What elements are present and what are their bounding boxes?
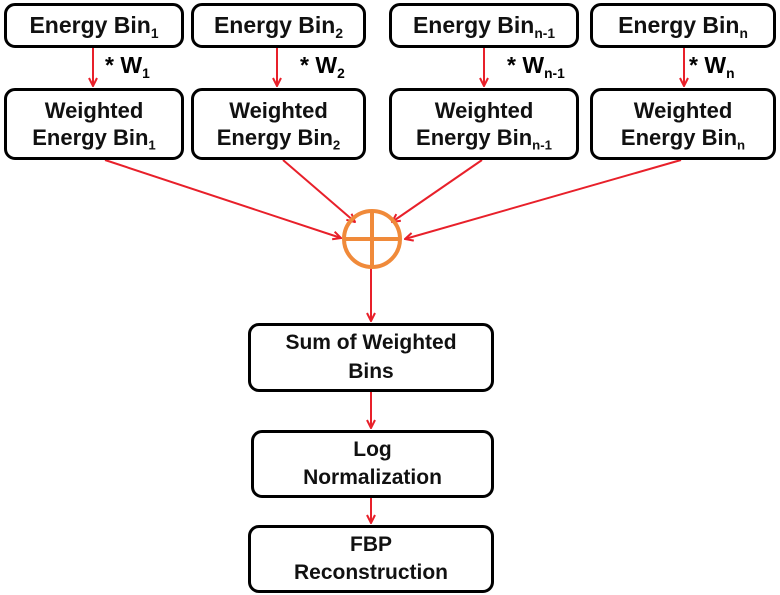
sum-weighted-bins-box: Sum of Weighted Bins — [248, 323, 494, 392]
weight-prefix: * W — [300, 52, 338, 78]
weighted-bin-n-box: Weighted Energy Binn — [590, 88, 776, 160]
merge-arrow-n — [405, 159, 682, 239]
sum-box-line1: Sum of Weighted — [285, 331, 457, 355]
weight-label-1: * W1 — [105, 52, 150, 81]
weighted-bin-1-box: Weighted Energy Bin1 — [4, 88, 184, 160]
weighted-bin-line1: Weighted — [44, 97, 144, 123]
weighted-bin-line1: Weighted — [434, 97, 534, 123]
weighted-bin-subscript: 1 — [148, 137, 156, 153]
sum-box-line2: Bins — [348, 359, 394, 383]
fbp-box-line1: FBP — [350, 532, 392, 556]
merge-arrow-n-1 — [392, 159, 483, 222]
energy-bin-1-box: Energy Bin1 — [4, 3, 184, 48]
weighted-bin-line2: Energy Bin — [620, 125, 738, 150]
weight-label-n-1: * Wn-1 — [507, 52, 565, 81]
fbp-reconstruction-box: FBP Reconstruction — [248, 525, 494, 593]
weighted-bin-2-box: Weighted Energy Bin2 — [191, 88, 366, 160]
weight-prefix: * W — [689, 52, 727, 78]
weighted-bin-n-1-box: Weighted Energy Binn-1 — [389, 88, 579, 160]
energy-bin-subscript: n — [739, 25, 748, 41]
weighted-bin-subscript: n-1 — [532, 137, 552, 153]
energy-bin-subscript: n-1 — [534, 25, 556, 41]
energy-bin-label: Energy Bin — [213, 12, 336, 39]
weighted-bin-subscript: n — [737, 137, 746, 153]
log-normalization-box: Log Normalization — [251, 430, 494, 498]
weight-subscript: n — [726, 65, 735, 81]
weight-prefix: * W — [507, 52, 545, 78]
energy-bin-subscript: 2 — [335, 25, 344, 41]
energy-bin-n-box: Energy Binn — [590, 3, 776, 48]
weighted-bin-line2: Energy Bin — [216, 125, 333, 150]
weight-prefix: * W — [105, 52, 143, 78]
energy-bin-label: Energy Bin — [618, 12, 740, 39]
weight-label-n: * Wn — [689, 52, 735, 81]
energy-bin-subscript: 1 — [150, 25, 159, 41]
log-box-line1: Log — [353, 437, 392, 461]
weighted-bin-line2: Energy Bin — [416, 125, 533, 150]
weight-subscript: 2 — [337, 65, 345, 81]
weighted-bin-line1: Weighted — [633, 97, 733, 123]
fbp-box-line2: Reconstruction — [293, 561, 448, 584]
weighted-bin-subscript: 2 — [332, 137, 341, 153]
weight-subscript: n-1 — [544, 65, 565, 81]
energy-bin-2-box: Energy Bin2 — [191, 3, 366, 48]
weighted-bin-line1: Weighted — [229, 97, 328, 123]
weight-label-2: * W2 — [300, 52, 345, 81]
log-box-line2: Normalization — [303, 466, 442, 489]
merge-arrow-1 — [104, 159, 341, 238]
energy-bin-n-1-box: Energy Binn-1 — [389, 3, 579, 48]
weight-subscript: 1 — [142, 65, 150, 81]
weighted-bin-line2: Energy Bin — [32, 125, 149, 150]
summation-node — [342, 209, 402, 269]
energy-bin-label: Energy Bin — [29, 12, 151, 39]
merge-arrow-2 — [282, 159, 355, 222]
energy-bin-label: Energy Bin — [412, 12, 535, 39]
